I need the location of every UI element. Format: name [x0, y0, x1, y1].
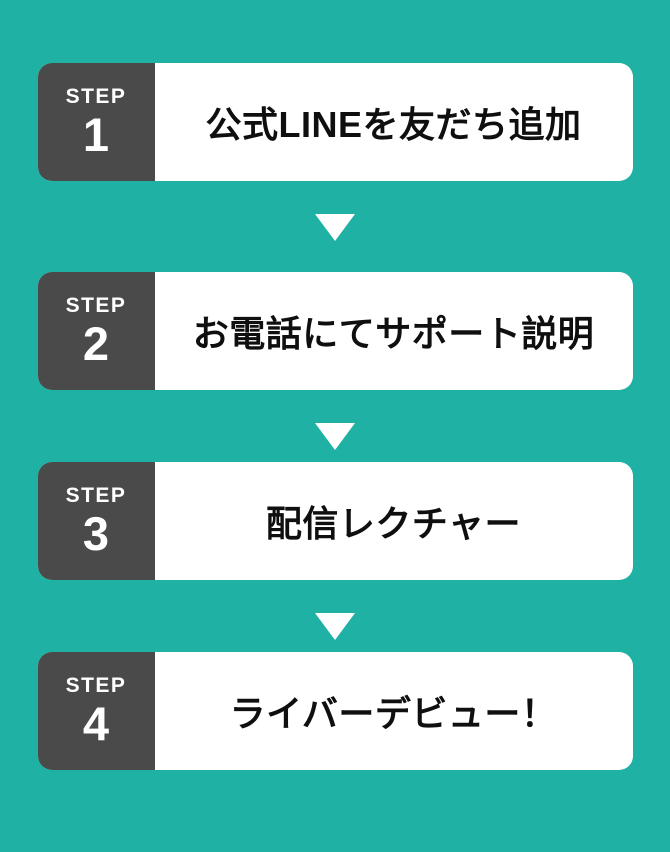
step-title: ライバーデビュー！: [229, 693, 558, 734]
step-label: STEP: [65, 85, 127, 108]
step-title: お電話にてサポート説明: [192, 313, 595, 354]
step-badge-1: STEP 1: [37, 63, 155, 181]
step-number: 4: [82, 697, 110, 750]
step-number: 2: [82, 317, 110, 370]
step-badge-2: STEP 2: [37, 272, 155, 390]
steps-flow: STEP 1 公式LINEを友だち追加 STEP 2 お電話にてサポート説明 S…: [37, 63, 633, 770]
step-label: STEP: [65, 484, 127, 507]
step-card-1: STEP 1 公式LINEを友だち追加: [37, 63, 633, 181]
arrow-down-icon: [315, 423, 355, 450]
step-card-3: STEP 3 配信レクチャー: [37, 462, 633, 580]
step-badge-3: STEP 3: [37, 462, 155, 580]
step-card-2: STEP 2 お電話にてサポート説明: [37, 272, 633, 390]
step-label: STEP: [65, 294, 127, 317]
step-badge-4: STEP 4: [37, 652, 155, 770]
arrow-down-icon: [315, 613, 355, 640]
step-number: 3: [82, 507, 110, 560]
step-title: 公式LINEを友だち追加: [205, 104, 582, 145]
step-number: 1: [82, 108, 110, 161]
step-title: 配信レクチャー: [265, 503, 522, 544]
step-card-4: STEP 4 ライバーデビュー！: [37, 652, 633, 770]
arrow-down-icon: [315, 214, 355, 241]
step-label: STEP: [65, 674, 127, 697]
